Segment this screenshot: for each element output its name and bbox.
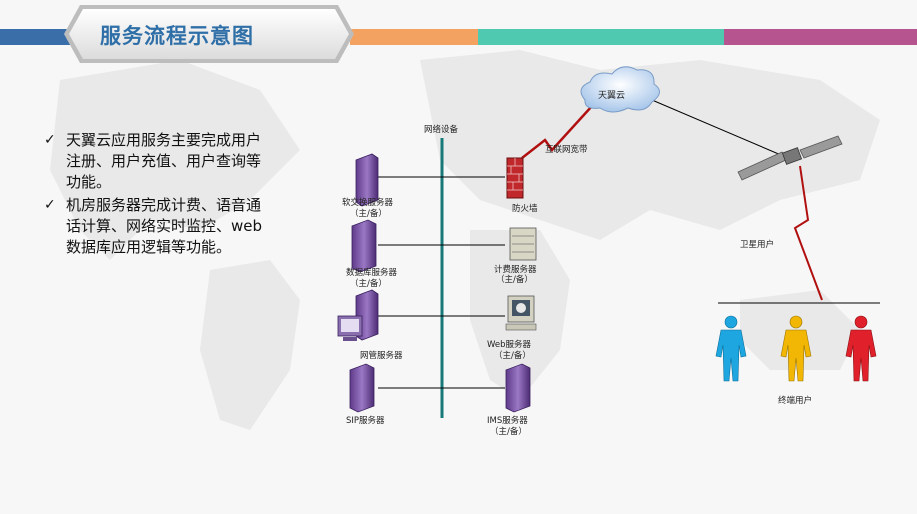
internet-link xyxy=(521,105,593,159)
label-ims: IMS服务器 xyxy=(487,416,528,426)
label-billing-sub: （主/备） xyxy=(496,275,533,285)
label-netmgmt: 网管服务器 xyxy=(360,351,403,361)
label-billing: 计费服务器 xyxy=(494,265,537,275)
server-icon xyxy=(351,219,377,273)
bullet-list: ✓ 天翼云应用服务主要完成用户注册、用户充值、用户查询等功能。 ✓ 机房服务器完… xyxy=(44,130,274,260)
satellite-link xyxy=(793,165,823,301)
title-plate xyxy=(64,5,354,63)
person-icon xyxy=(715,315,747,382)
label-web-sub: （主/备） xyxy=(494,351,531,361)
label-database: 数据库服务器 xyxy=(346,268,398,278)
header-bar-blue xyxy=(0,29,72,45)
header-bar-purple xyxy=(724,29,917,45)
page-title: 服务流程示意图 xyxy=(100,24,254,48)
check-icon: ✓ xyxy=(44,197,56,213)
bullet-text: 机房服务器完成计费、语音通话计算、网络实时监控、web数据库应用逻辑等功能。 xyxy=(66,196,263,256)
label-satellite-user: 卫星用户 xyxy=(740,240,775,250)
server-icon xyxy=(349,363,375,413)
bullet-text: 天翼云应用服务主要完成用户注册、用户充值、用户查询等功能。 xyxy=(66,131,262,191)
bullet-item: ✓ 机房服务器完成计费、语音通话计算、网络实时监控、web数据库应用逻辑等功能。 xyxy=(44,195,274,258)
label-database-sub: （主/备） xyxy=(350,279,387,289)
label-network-device: 网络设备 xyxy=(424,125,459,135)
label-firewall: 防火墙 xyxy=(512,204,538,214)
label-soft-switch: 软交换服务器 xyxy=(342,198,394,208)
label-terminal-user: 终端用户 xyxy=(778,396,813,406)
label-ims-sub: （主/备） xyxy=(490,427,527,437)
header-bar-orange xyxy=(350,29,478,45)
label-soft-switch-sub: （主/备） xyxy=(350,209,387,219)
label-cloud: 天翼云 xyxy=(598,91,626,101)
monitor-icon xyxy=(505,295,537,331)
person-icon xyxy=(780,315,812,382)
bullet-item: ✓ 天翼云应用服务主要完成用户注册、用户充值、用户查询等功能。 xyxy=(44,130,274,193)
label-internet-bandwidth: 互联网宽带 xyxy=(545,145,588,155)
header-bar-teal xyxy=(478,29,724,45)
firewall-icon xyxy=(506,157,524,199)
satellite-icon xyxy=(737,135,843,181)
monitor-icon xyxy=(337,315,363,341)
server-icon xyxy=(355,153,379,207)
server-icon xyxy=(509,227,537,261)
person-icon xyxy=(845,315,877,382)
check-icon: ✓ xyxy=(44,132,56,148)
cloud-icon xyxy=(580,66,660,113)
label-web: Web服务器 xyxy=(487,340,532,350)
server-icon xyxy=(505,363,531,413)
label-sip: SIP服务器 xyxy=(346,416,385,426)
